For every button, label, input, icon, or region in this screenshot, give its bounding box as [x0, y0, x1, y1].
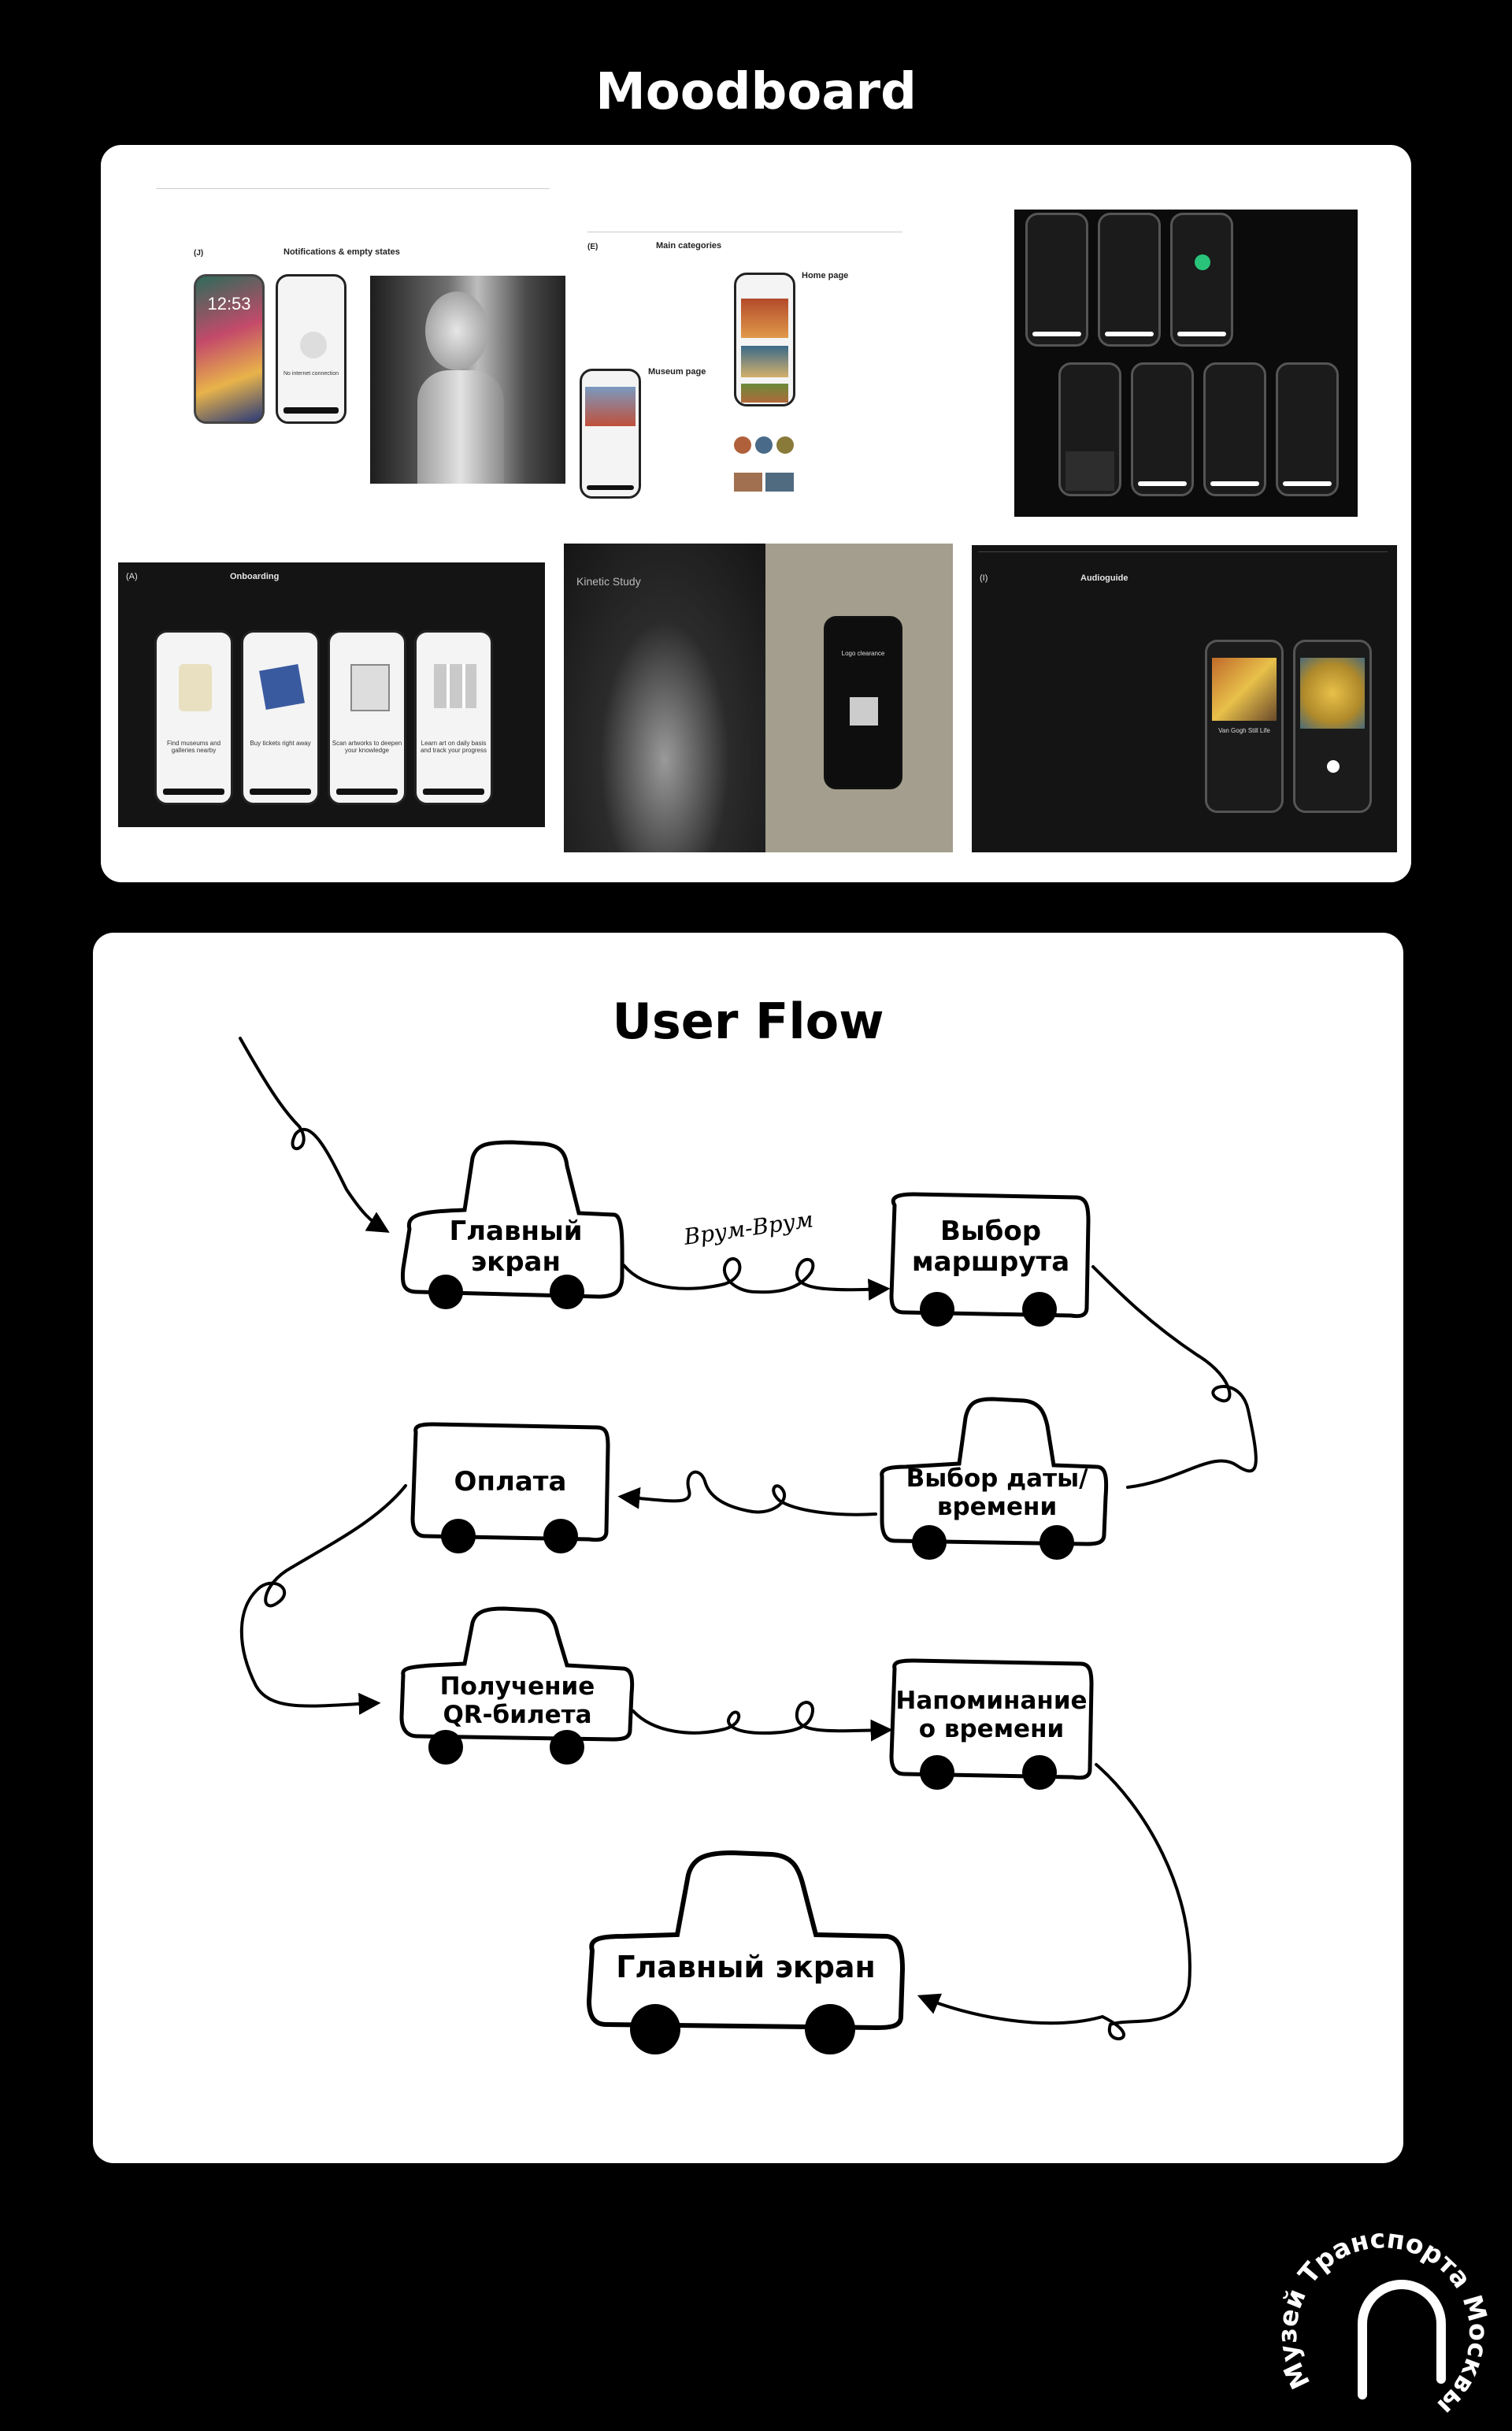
onboarding-screen-1: Find museums and galleries nearby	[154, 630, 233, 805]
museum-logo: Музей Транспорта Москвы	[1276, 2223, 1494, 2422]
sound-text: Врум-Врум	[681, 1206, 814, 1250]
audioguide-phone-1: Van Gogh Still Life	[1205, 640, 1284, 813]
notifications-tile: (J) Notifications & empty states 12:53 N…	[140, 184, 628, 484]
onboarding-screen-4: Learn art on daily basis and track your …	[414, 630, 493, 805]
tile-title: Main categories	[656, 241, 722, 251]
logo-text: Музей Транспорта Москвы	[1276, 2223, 1494, 2422]
car-reminder	[889, 1658, 1094, 1780]
moodboard-title: Moodboard	[595, 63, 917, 121]
statue-image	[370, 276, 565, 484]
arrow-route-datetime	[1091, 1265, 1258, 1489]
kinetic-title: Kinetic Study	[576, 575, 641, 588]
tile-tag: (J)	[194, 249, 204, 258]
svg-text:Музей Транспорта Москвы: Музей Транспорта Москвы	[1276, 2223, 1494, 2422]
moodboard-panel: (J) Notifications & empty states 12:53 N…	[101, 145, 1411, 882]
kinetic-phone: Logo clearance	[824, 616, 902, 789]
onboarding-screen-2: Buy tickets right away	[241, 630, 320, 805]
entry-arrow	[239, 1037, 390, 1233]
step-home-final-label: Главный экран	[592, 1950, 899, 1985]
artwork-thumbs	[734, 405, 795, 495]
tile-title: Notifications & empty states	[284, 247, 400, 257]
car-payment	[410, 1422, 610, 1542]
step-datetime-text: Выбор даты/времени	[906, 1464, 1088, 1521]
arrow-ticket-reminder	[632, 1701, 893, 1742]
car-datetime	[880, 1397, 1109, 1546]
step-payment-label: Оплата	[414, 1466, 606, 1498]
home-page-phone	[734, 273, 795, 406]
step-payment-text: Оплата	[454, 1466, 567, 1498]
empty-state-phone: No internet connection	[276, 274, 346, 424]
car-home-final	[586, 1850, 906, 2031]
arrow-datetime-payment	[617, 1470, 877, 1516]
home-page-label: Home page	[802, 271, 849, 280]
arrow-home-route	[622, 1257, 891, 1301]
onboarding-tile: (A) Onboarding Find museums and gallerie…	[118, 562, 545, 827]
arrow-payment-ticket	[239, 1484, 407, 1715]
tile-title: Onboarding	[230, 572, 280, 581]
kinetic-tile: Kinetic Study Logo clearance	[564, 544, 953, 852]
audioguide-tile: (I) Audioguide Van Gogh Still Life	[972, 545, 1397, 852]
audioguide-phone-2	[1293, 640, 1372, 813]
tile-tag: (A)	[126, 572, 138, 581]
tile-tag: (I)	[980, 573, 988, 583]
auth-screens-tile	[1014, 210, 1358, 517]
lockscreen-phone: 12:53	[194, 274, 265, 424]
clock-text: 12:53	[207, 294, 251, 314]
museum-page-phone	[580, 369, 641, 499]
tile-title: Audioguide	[1080, 573, 1128, 583]
empty-state-text: No internet connection	[283, 371, 339, 377]
wheels	[428, 1275, 1074, 2054]
categories-tile: (E) Main categories Home page Museum pag…	[573, 184, 999, 515]
car-ticket	[399, 1606, 635, 1742]
logo-horseshoe-icon	[1358, 2280, 1446, 2399]
car-route	[889, 1192, 1091, 1319]
car-home	[400, 1140, 624, 1299]
step-home_final-text: Главный экран	[616, 1950, 876, 1984]
onboarding-screen-3: Scan artworks to deepen your knowledge	[328, 630, 406, 805]
arrow-reminder-home	[917, 1763, 1191, 2041]
tile-tag: (E)	[587, 243, 598, 251]
step-datetime-label: Выбор даты/времени	[887, 1464, 1107, 1521]
museum-page-label: Museum page	[648, 367, 706, 377]
userflow-title: User Flow	[612, 993, 884, 1050]
